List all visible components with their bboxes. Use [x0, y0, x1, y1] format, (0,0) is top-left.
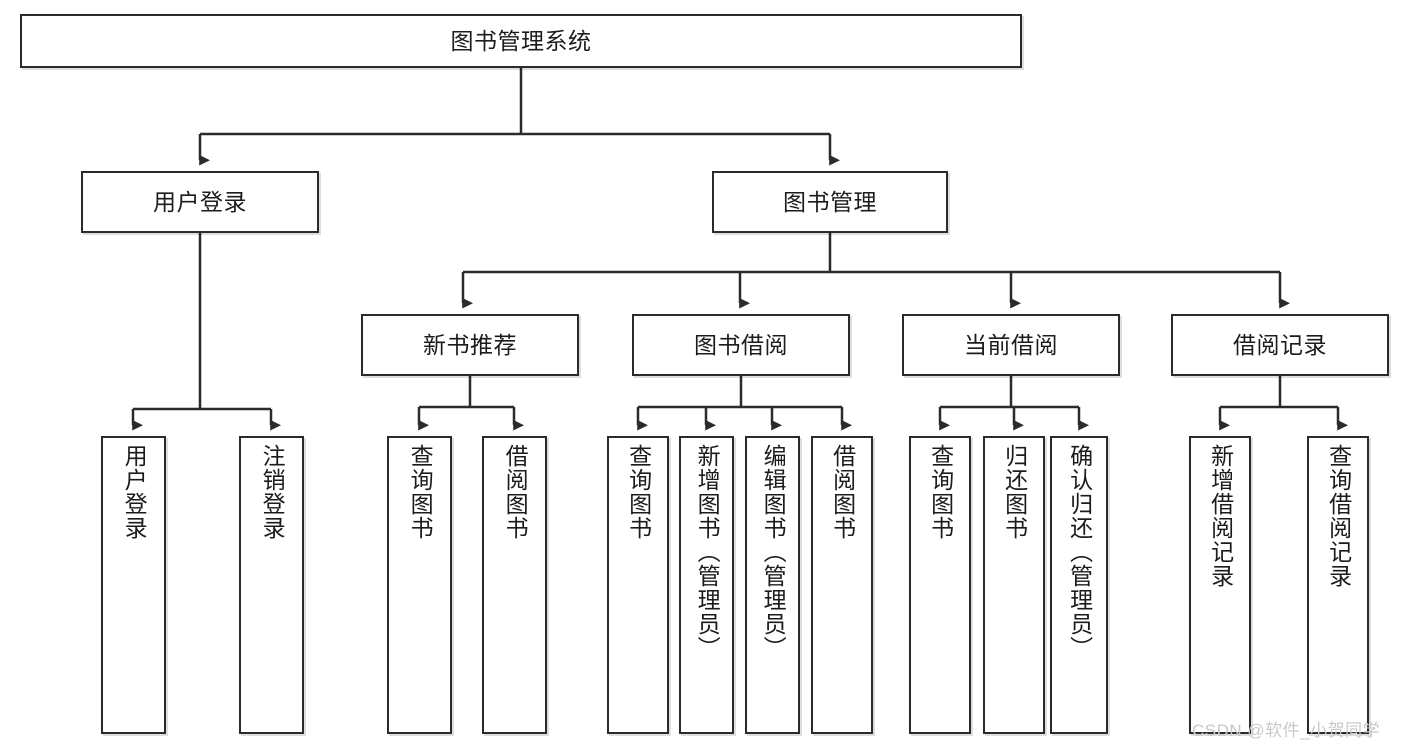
node-borrow-record[interactable]: 借阅记录: [1171, 314, 1389, 376]
leaf-query-book-1-label: 查询图书: [407, 444, 434, 540]
leaf-edit-book-label: 编辑图书（管理员）: [760, 444, 787, 660]
leaf-user-login[interactable]: 用户登录: [101, 436, 166, 734]
leaf-query-book-3[interactable]: 查询图书: [909, 436, 971, 734]
node-new-book-recommend[interactable]: 新书推荐: [361, 314, 579, 376]
leaf-confirm-return-label: 确认归还（管理员）: [1066, 444, 1093, 660]
leaf-query-book-3-label: 查询图书: [927, 444, 954, 540]
leaf-add-book[interactable]: 新增图书（管理员）: [679, 436, 734, 734]
leaf-add-record[interactable]: 新增借阅记录: [1189, 436, 1251, 734]
node-root-label: 图书管理系统: [450, 27, 592, 54]
leaf-confirm-return[interactable]: 确认归还（管理员）: [1050, 436, 1108, 734]
leaf-borrow-book-1-label: 借阅图书: [502, 444, 529, 540]
node-new-book-recommend-label: 新书推荐: [423, 331, 517, 358]
leaf-add-book-label: 新增图书（管理员）: [694, 444, 721, 660]
node-root[interactable]: 图书管理系统: [20, 14, 1022, 68]
leaf-query-record-label: 查询借阅记录: [1325, 444, 1352, 588]
node-current-borrow[interactable]: 当前借阅: [902, 314, 1120, 376]
node-book-borrow-label: 图书借阅: [694, 331, 788, 358]
node-current-borrow-label: 当前借阅: [964, 331, 1058, 358]
leaf-query-book-2[interactable]: 查询图书: [607, 436, 669, 734]
leaf-edit-book[interactable]: 编辑图书（管理员）: [745, 436, 800, 734]
leaf-borrow-book-2[interactable]: 借阅图书: [811, 436, 873, 734]
node-borrow-record-label: 借阅记录: [1233, 331, 1327, 358]
leaf-query-book-1[interactable]: 查询图书: [387, 436, 452, 734]
node-user-login-label: 用户登录: [153, 188, 247, 215]
leaf-borrow-book-1[interactable]: 借阅图书: [482, 436, 547, 734]
node-book-management[interactable]: 图书管理: [712, 171, 948, 233]
leaf-user-login-label: 用户登录: [121, 444, 148, 540]
node-book-borrow[interactable]: 图书借阅: [632, 314, 850, 376]
leaf-add-record-label: 新增借阅记录: [1207, 444, 1234, 588]
leaf-return-book[interactable]: 归还图书: [983, 436, 1045, 734]
node-book-management-label: 图书管理: [783, 188, 877, 215]
leaf-query-record[interactable]: 查询借阅记录: [1307, 436, 1369, 734]
node-user-login[interactable]: 用户登录: [81, 171, 319, 233]
leaf-return-book-label: 归还图书: [1001, 444, 1028, 540]
leaf-query-book-2-label: 查询图书: [625, 444, 652, 540]
leaf-logout[interactable]: 注销登录: [239, 436, 304, 734]
leaf-logout-label: 注销登录: [259, 444, 286, 540]
leaf-borrow-book-2-label: 借阅图书: [829, 444, 856, 540]
